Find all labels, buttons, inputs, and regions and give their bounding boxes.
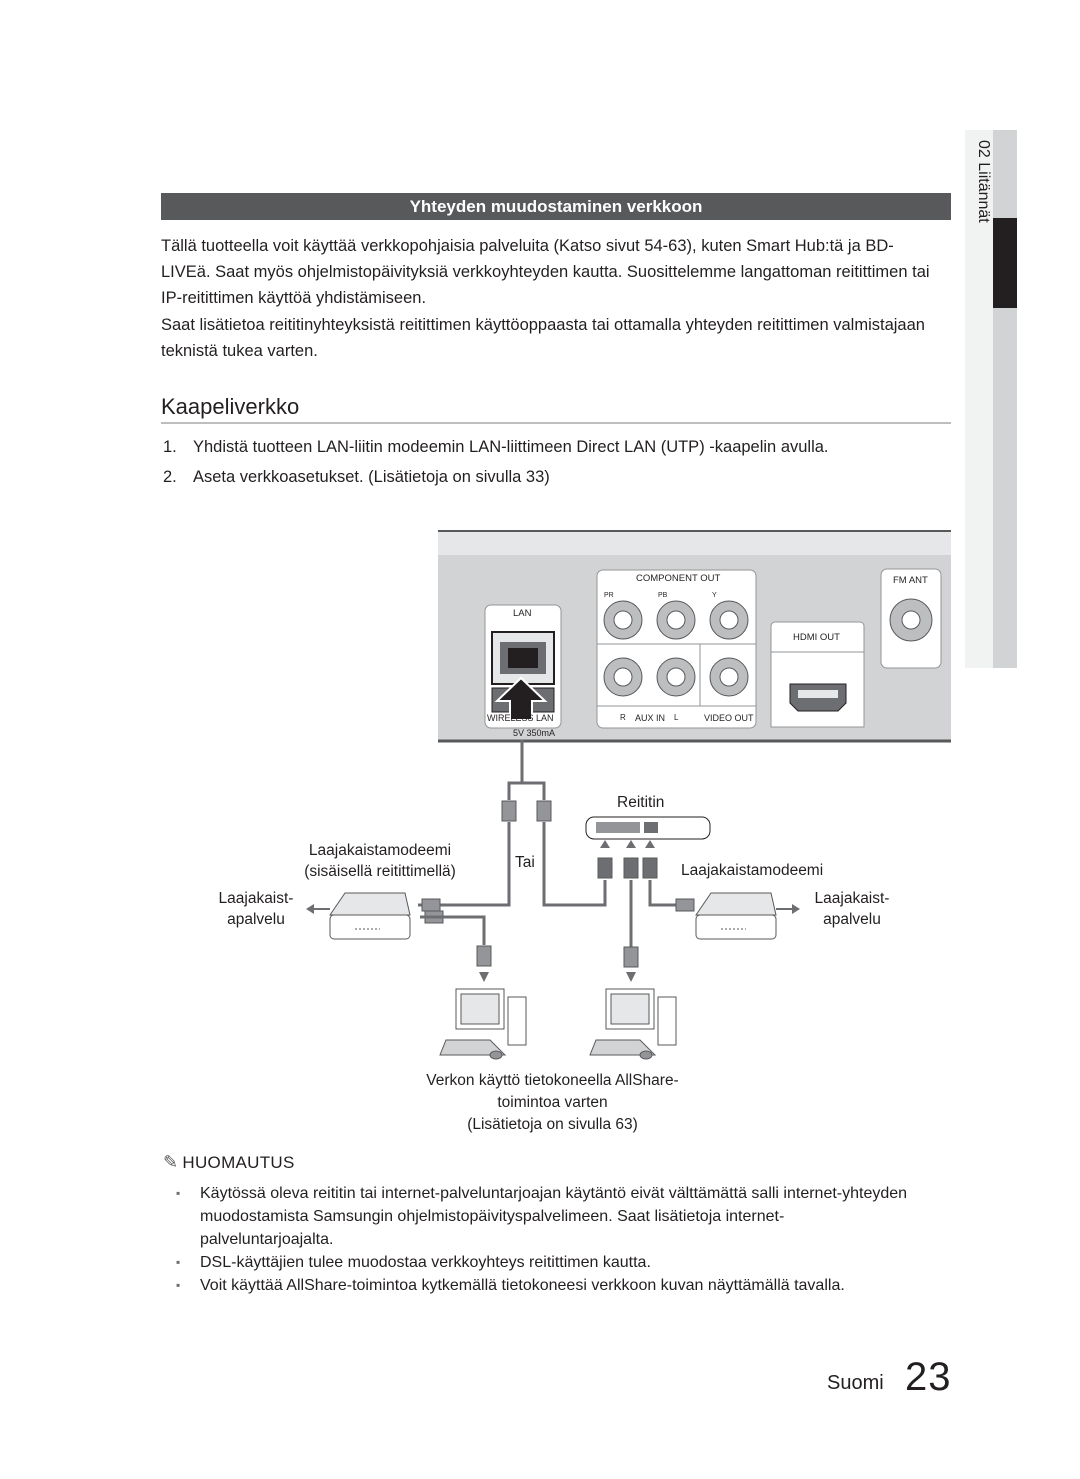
intro-text-2: Saat lisätietoa reititinyhteyksistä reit… <box>161 316 925 360</box>
page-heading: Kaapeliverkko <box>161 394 300 419</box>
power-label: 5V 350mA <box>513 728 556 738</box>
intro-paragraph: Tällä tuotteella voit käyttää verkkopohj… <box>161 233 941 311</box>
step-2: 2. Aseta verkkoasetukset. (Lisätietoja on… <box>163 468 550 487</box>
or-label: Tai <box>515 854 535 871</box>
bullet-icon: ▪ <box>176 1255 181 1269</box>
page-number: 23 <box>905 1355 952 1399</box>
isp-left-line2: apalvelu <box>227 911 285 928</box>
step-number: 1. <box>163 438 177 456</box>
isp-left-line1: Laajakaist- <box>218 890 294 907</box>
heading-rule <box>161 422 951 424</box>
aux-in-label: AUX IN <box>635 713 666 723</box>
note-item: ▪ Voit käyttää AllShare-toimintoa kytkemä… <box>176 1274 916 1297</box>
component-out-label: COMPONENT OUT <box>636 573 721 584</box>
computer-left <box>439 988 527 1060</box>
info-paragraph: Saat lisätietoa reititinyhteyksistä reit… <box>161 312 941 364</box>
y-label: Y <box>712 592 717 599</box>
wireless-lan-label: WIRELESS LAN <box>487 713 554 723</box>
video-out-label: VIDEO OUT <box>704 713 754 723</box>
isp-right-line2: apalvelu <box>823 911 881 928</box>
fm-ant-label: FM ANT <box>893 575 928 586</box>
section-title: Yhteyden muudostaminen verkkoon <box>161 193 951 220</box>
note-item: ▪ DSL-käyttäjien tulee muodostaa verkkoyh… <box>176 1251 916 1274</box>
pencil-icon: ✎ <box>163 1152 179 1172</box>
step-1: 1. Yhdistä tuotteen LAN-liitin modeemin L… <box>163 438 829 457</box>
bullet-icon: ▪ <box>176 1186 181 1200</box>
lan-label: LAN <box>513 608 532 619</box>
step-number: 2. <box>163 468 177 486</box>
note-list: ▪ Käytössä oleva reititin tai internet-pa… <box>176 1182 916 1297</box>
aux-r-label: R <box>620 713 626 722</box>
note-heading: ✎HUOMAUTUS <box>163 1152 295 1173</box>
note-title: HUOMAUTUS <box>182 1153 295 1172</box>
modem-right-label: Laajakaistamodeemi <box>681 862 824 879</box>
note-item-text: Käytössä oleva reititin tai internet-pal… <box>200 1185 908 1248</box>
pr-label: PR <box>604 592 614 599</box>
intro-text-1: Tällä tuotteella voit käyttää verkkopohj… <box>161 237 930 307</box>
aux-l-label: L <box>674 713 679 722</box>
footer-language: Suomi <box>827 1372 884 1394</box>
step-text: Yhdistä tuotteen LAN-liitin modeemin LAN… <box>193 438 829 456</box>
note-item-text: Voit käyttää AllShare-toimintoa kytkemäl… <box>200 1277 845 1294</box>
modem-left-title: Laajakaistamodeemi <box>308 842 452 859</box>
caption-line2: toimintoa varten <box>497 1094 608 1111</box>
bullet-icon: ▪ <box>176 1278 181 1292</box>
side-tab-strip <box>965 130 993 668</box>
rca-jacks <box>603 600 749 697</box>
isp-right-line1: Laajakaist- <box>814 890 890 907</box>
side-tab-label: 02 Liitännät <box>975 140 992 223</box>
hdmi-out-label: HDMI OUT <box>793 632 840 643</box>
note-item-text: DSL-käyttäjien tulee muodostaa verkkoyht… <box>200 1254 651 1271</box>
pb-label: PB <box>658 592 668 599</box>
caption-line3: (Lisätietoja on sivulla 63) <box>467 1116 638 1133</box>
caption-line1: Verkon käyttö tietokoneella AllShare- <box>426 1072 679 1089</box>
router-label: Reititin <box>617 794 665 811</box>
computer-right <box>589 988 677 1060</box>
modem-left-subtitle: (sisäisellä reitittimellä) <box>304 863 456 880</box>
step-text: Aseta verkkoasetukset. (Lisätietoja on s… <box>193 468 550 486</box>
side-tab-marker <box>993 218 1017 308</box>
note-item: ▪ Käytössä oleva reititin tai internet-pa… <box>176 1182 916 1251</box>
